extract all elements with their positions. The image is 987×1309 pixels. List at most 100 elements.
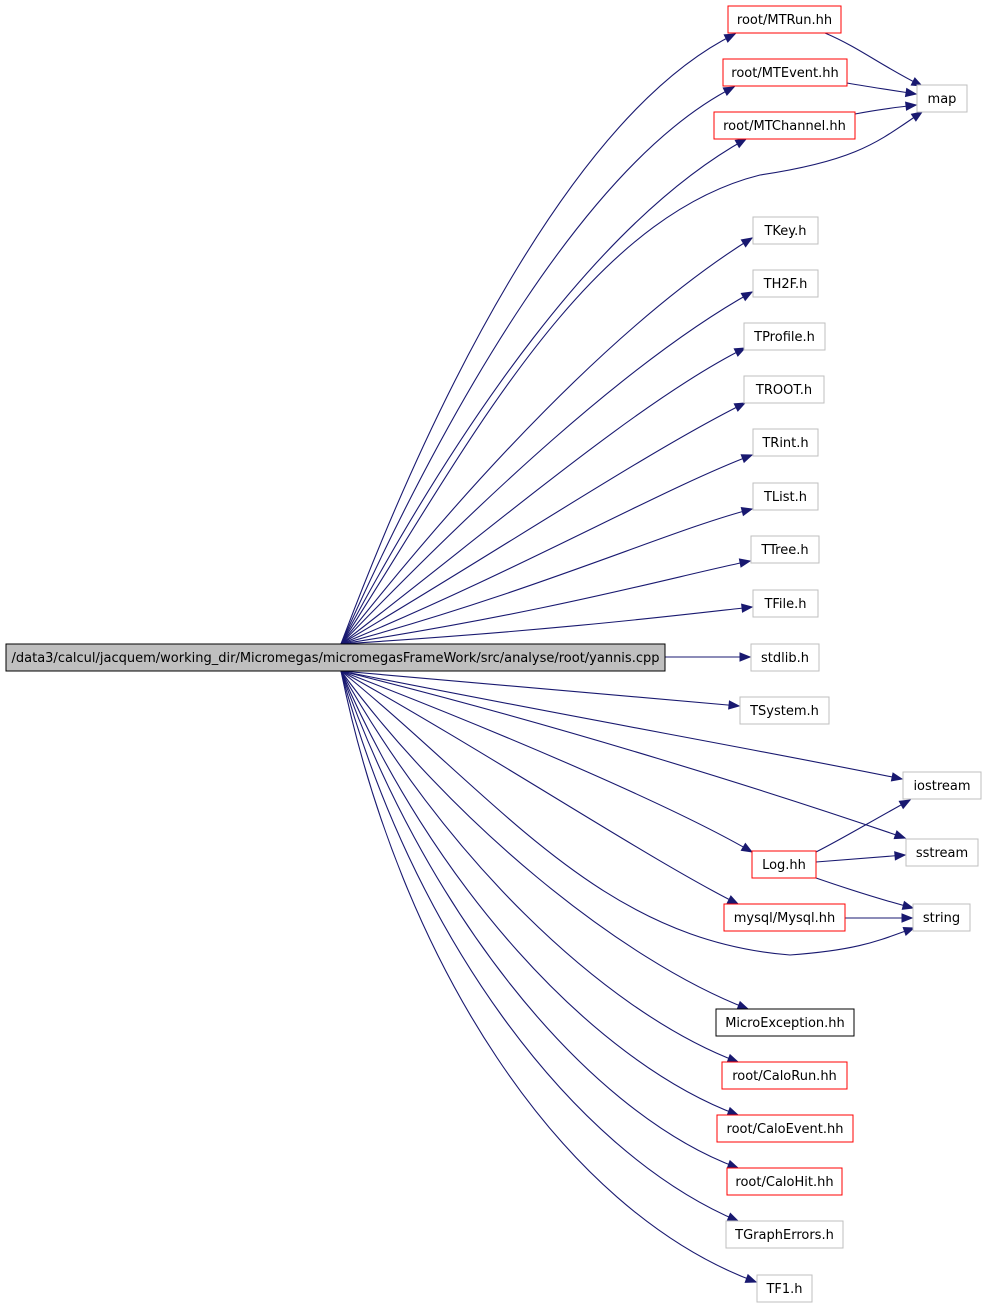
include-node-calorun[interactable]: root/CaloRun.hh: [721, 1061, 848, 1090]
edge-root-to-tprofile: [340, 347, 747, 645]
node-label: TTree.h: [760, 543, 808, 558]
edge-root-to-tf1: [340, 670, 758, 1283]
arrowhead: [893, 830, 907, 840]
edge-mtevent-to-map: [846, 82, 918, 98]
include-node-ttree[interactable]: TTree.h: [750, 535, 820, 564]
include-node-troot[interactable]: TROOT.h: [743, 375, 825, 404]
root-file-node: /data3/calcul/jacquem/working_dir/Microm…: [5, 643, 666, 672]
include-node-mtevent[interactable]: root/MTEvent.hh: [722, 58, 848, 87]
node-box: [721, 1061, 848, 1090]
edge-line: [340, 670, 757, 1283]
edge-line: [340, 606, 753, 645]
arrowhead: [726, 1053, 740, 1063]
include-node-caloevent[interactable]: root/CaloEvent.hh: [716, 1114, 854, 1143]
edge-root-to-caloevent: [340, 670, 740, 1116]
edge-line: [340, 86, 735, 645]
node-box: [752, 428, 819, 457]
edge-root-to-string: [340, 670, 916, 956]
arrowhead: [910, 111, 924, 122]
include-node-log[interactable]: Log.hh: [751, 850, 817, 879]
include-node-trint[interactable]: TRint.h: [752, 428, 819, 457]
node-box: [752, 269, 819, 298]
arrowhead: [744, 1273, 758, 1283]
arrowhead: [740, 237, 754, 248]
node-label: TGraphErrors.h: [734, 1228, 834, 1243]
include-node-tsystem[interactable]: TSystem.h: [739, 696, 830, 725]
node-box: [916, 84, 968, 113]
node-label: MicroException.hh: [725, 1016, 845, 1031]
node-label: /data3/calcul/jacquem/working_dir/Microm…: [12, 651, 660, 666]
arrowhead: [740, 507, 754, 517]
node-label: iostream: [913, 779, 970, 794]
arrowhead: [726, 895, 740, 905]
edge-root-to-calorun: [340, 670, 740, 1063]
node-box: [716, 1114, 854, 1143]
include-node-map[interactable]: map: [916, 84, 968, 113]
edge-line: [340, 138, 747, 645]
edge-line: [815, 877, 914, 909]
edge-root-to-tgrapherrors: [340, 670, 740, 1222]
include-node-calohit[interactable]: root/CaloHit.hh: [726, 1167, 843, 1196]
include-node-microexc[interactable]: MicroException.hh: [715, 1008, 855, 1037]
node-label: TROOT.h: [755, 383, 812, 398]
edge-line: [340, 291, 753, 645]
edge-line: [340, 560, 751, 645]
node-box: [743, 375, 825, 404]
arrowhead: [733, 347, 747, 357]
edge-line: [340, 670, 739, 1116]
node-label: map: [928, 92, 957, 107]
edge-root-to-mtrun: [340, 33, 737, 645]
edge-root-to-tkey: [340, 237, 754, 645]
arrowhead: [740, 842, 754, 853]
include-node-tprofile[interactable]: TProfile.h: [743, 322, 826, 351]
include-node-tkey[interactable]: TKey.h: [752, 216, 819, 245]
node-label: string: [923, 911, 960, 926]
arrowhead: [901, 900, 915, 910]
edge-log-to-iostream: [815, 799, 912, 853]
include-node-mtchannel[interactable]: root/MTChannel.hh: [713, 111, 856, 140]
include-node-sstream[interactable]: sstream: [905, 838, 979, 867]
include-node-tlist[interactable]: TList.h: [752, 482, 819, 511]
node-box: [912, 903, 971, 932]
edge-root-to-log: [340, 670, 754, 853]
include-node-mtrun[interactable]: root/MTRun.hh: [727, 5, 842, 34]
include-node-tgrapherrors[interactable]: TGraphErrors.h: [725, 1220, 844, 1249]
arrowhead: [723, 33, 737, 43]
edge-root-to-tlist: [340, 507, 754, 645]
include-node-iostream[interactable]: iostream: [902, 771, 982, 800]
nodes-layer: /data3/calcul/jacquem/working_dir/Microm…: [5, 5, 982, 1303]
include-node-tf1[interactable]: TF1.h: [756, 1274, 813, 1303]
edge-line: [340, 670, 915, 956]
node-box: [5, 643, 666, 672]
include-node-tfile[interactable]: TFile.h: [752, 589, 819, 618]
arrowhead: [740, 454, 754, 464]
node-label: root/CaloRun.hh: [732, 1069, 837, 1084]
node-label: TKey.h: [763, 224, 806, 239]
node-box: [752, 589, 819, 618]
node-box: [751, 850, 817, 879]
edge-root-to-tsystem: [340, 670, 741, 710]
node-label: root/MTEvent.hh: [731, 66, 838, 81]
node-box: [752, 482, 819, 511]
node-label: Log.hh: [762, 858, 806, 873]
node-label: TRint.h: [761, 436, 808, 451]
arrowhead: [902, 927, 916, 936]
edge-line: [340, 237, 753, 645]
edge-line: [815, 799, 911, 853]
node-box: [726, 1167, 843, 1196]
include-node-string[interactable]: string: [912, 903, 971, 932]
arrowhead: [726, 1212, 740, 1222]
node-label: stdlib.h: [761, 651, 809, 666]
include-node-mysql[interactable]: mysql/Mysql.hh: [723, 903, 846, 932]
edge-root-to-trint: [340, 454, 754, 645]
node-label: sstream: [916, 846, 968, 861]
include-node-stdlib[interactable]: stdlib.h: [750, 643, 820, 672]
arrowhead: [890, 772, 904, 782]
edge-line: [815, 854, 906, 863]
edge-mtchannel-to-map: [854, 101, 918, 115]
edge-root-to-map: [340, 111, 924, 645]
edge-log-to-string: [815, 877, 915, 910]
node-box: [750, 535, 820, 564]
edge-root-to-iostream: [340, 670, 904, 782]
include-node-th2f[interactable]: TH2F.h: [752, 269, 819, 298]
